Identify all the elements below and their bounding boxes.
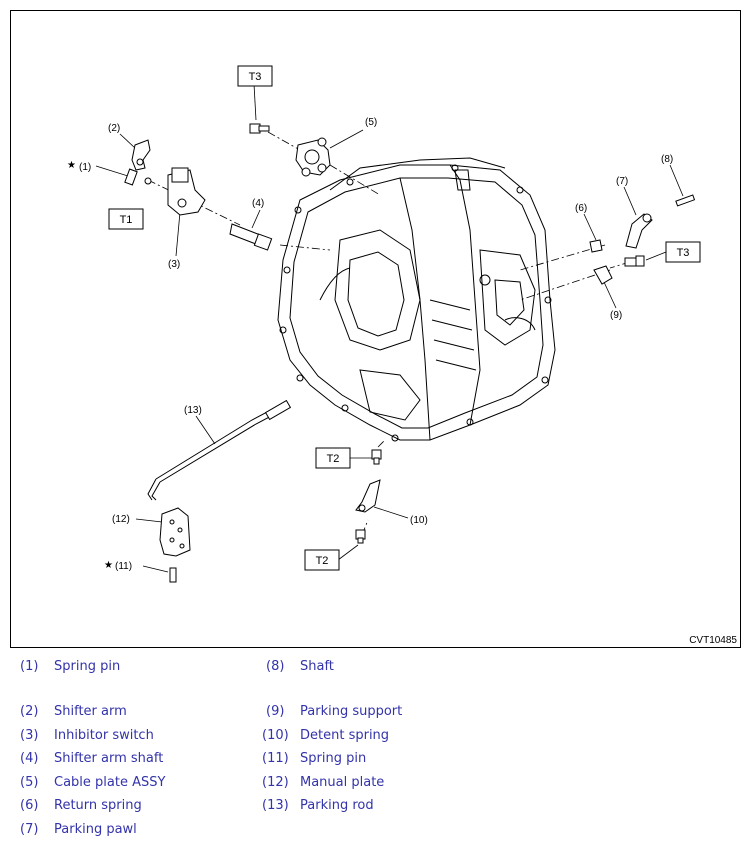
part-spring-pin-11 (169, 567, 177, 583)
part-bolt-t3-right (624, 255, 645, 267)
callout-1: (1) (79, 162, 91, 173)
part-spring-pin-1 (124, 168, 138, 186)
legend-item-6: (6) Return spring (20, 798, 142, 813)
part-shifter-arm (131, 139, 151, 171)
torque-box-t3-right: T3 (665, 241, 701, 263)
legend-item-9: (9) Parking support (266, 704, 402, 719)
torque-box-t2-upper: T2 (315, 447, 351, 469)
callout-12: (12) (112, 514, 130, 525)
torque-code-t3-top: T3 (249, 71, 262, 83)
legend-item-12: (12) Manual plate (262, 775, 384, 790)
torque-box-t1: T1 (108, 208, 144, 230)
legend-num: (4) (20, 751, 39, 766)
callout-2: (2) (108, 123, 120, 134)
part-parking-rod (147, 399, 292, 501)
torque-code-t2-upper: T2 (327, 453, 340, 465)
torque-box-t2-lower: T2 (304, 549, 340, 571)
legend-name: Return spring (54, 798, 142, 813)
legend-item-1: (1) Spring pin (20, 659, 120, 674)
part-bolt-t2-upper (371, 449, 382, 465)
torque-box-t3-top: T3 (237, 65, 273, 87)
part-cable-plate-assy (295, 137, 331, 177)
torque-code-t2-lower: T2 (316, 555, 329, 567)
legend-num: (2) (20, 704, 39, 719)
callout-5: (5) (365, 117, 377, 128)
transmission-case (277, 157, 556, 442)
legend-item-7: (7) Parking pawl (20, 822, 137, 837)
part-detent-spring (355, 479, 381, 513)
legend-name: Spring pin (300, 751, 367, 766)
part-bolt-t2-lower (355, 529, 366, 544)
legend-item-11: (11) Spring pin (262, 751, 366, 766)
callout-11: (11) (115, 561, 132, 572)
legend-name: Shaft (300, 659, 334, 674)
callout-13: (13) (184, 405, 202, 416)
legend-num: (5) (20, 775, 39, 790)
callout-4: (4) (252, 198, 264, 209)
part-return-spring (589, 239, 603, 253)
legend-name: Shifter arm shaft (54, 751, 164, 766)
torque-code-t1: T1 (120, 214, 133, 226)
legend-name: Spring pin (54, 659, 121, 674)
legend-num: (12) (262, 775, 289, 790)
legend-item-8: (8) Shaft (266, 659, 334, 674)
legend-name: Manual plate (300, 775, 385, 790)
legend-num: (7) (20, 822, 39, 837)
legend-item-5: (5) Cable plate ASSY (20, 775, 165, 790)
legend-num: (9) (266, 704, 285, 719)
legend-name: Parking support (300, 704, 403, 719)
legend-num: (1) (20, 659, 39, 674)
part-manual-plate (159, 507, 191, 557)
legend-item-3: (3) Inhibitor switch (20, 728, 154, 743)
legend-name: Parking rod (300, 798, 374, 813)
legend-item-10: (10) Detent spring (262, 728, 389, 743)
legend-name: Parking pawl (54, 822, 137, 837)
assembly-leaders (147, 131, 631, 536)
part-parking-pawl (625, 213, 653, 249)
legend-name: Shifter arm (54, 704, 127, 719)
legend-num: (11) (262, 751, 289, 766)
callout-10: (10) (410, 515, 428, 526)
legend-item-4: (4) Shifter arm shaft (20, 751, 163, 766)
callout-7: (7) (616, 176, 628, 187)
exploded-diagram: (2) (1) ★ (3) (4) (5) (6) (7) (8) (9) (1… (67, 65, 737, 646)
callout-6: (6) (575, 203, 587, 214)
legend-num: (3) (20, 728, 39, 743)
part-shifter-arm-shaft (229, 223, 273, 251)
legend-item-13: (13) Parking rod (262, 798, 374, 813)
part-parking-support (593, 265, 613, 285)
legend-name: Inhibitor switch (54, 728, 154, 743)
part-inhibitor-switch (144, 167, 206, 216)
callout-lines (95, 83, 684, 573)
legend-name: Detent spring (300, 728, 390, 743)
torque-code-t3-right: T3 (677, 247, 690, 259)
legend-num: (13) (262, 798, 289, 813)
callout-3: (3) (168, 259, 180, 270)
star-mark-1: ★ (67, 160, 76, 171)
star-mark-11: ★ (104, 560, 113, 571)
part-shaft (675, 194, 696, 207)
legend-num: (6) (20, 798, 39, 813)
callout-8: (8) (661, 154, 673, 165)
callout-9: (9) (610, 310, 622, 321)
legend-num: (10) (262, 728, 289, 743)
figure-code: CVT10485 (689, 635, 737, 646)
legend-name: Cable plate ASSY (54, 775, 166, 790)
diagram-frame (10, 10, 741, 648)
legend-num: (8) (266, 659, 285, 674)
part-bolt-t3-top (249, 123, 270, 134)
legend-item-2: (2) Shifter arm (20, 704, 127, 719)
